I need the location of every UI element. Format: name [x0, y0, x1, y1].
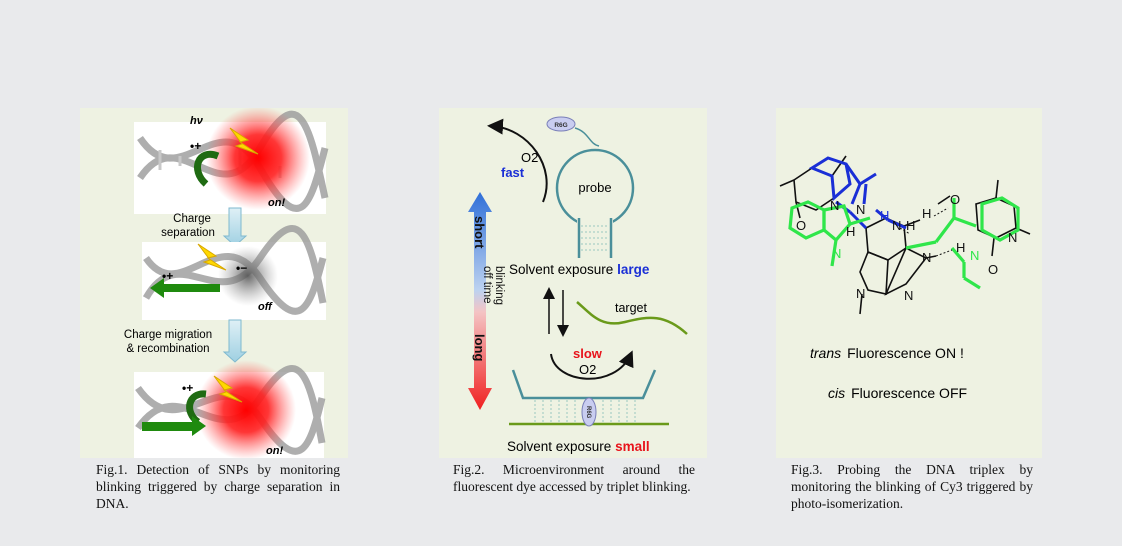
charge-migration-label-2: & recombination [126, 343, 209, 355]
charge-migration-label-1: Charge migration [124, 329, 212, 341]
probe-label: probe [578, 180, 611, 195]
r6g-dye-tag-top [546, 116, 576, 132]
svg-text:N: N [832, 246, 841, 261]
off-label: off [258, 301, 273, 313]
svg-text:N: N [830, 198, 839, 213]
svg-text:H: H [922, 206, 931, 221]
radical-plus-middle: •+ [162, 269, 173, 283]
slow-label: slow [573, 346, 603, 361]
long-label: long [472, 334, 487, 361]
hv-label: hν [190, 115, 204, 127]
svg-text:N: N [922, 250, 931, 265]
figure-2-diagram: short long blinking off time O2 fast R6G… [461, 116, 688, 454]
svg-text:H: H [880, 208, 889, 223]
figure-2-caption: Fig.2. Microenvironment around the fluor… [453, 462, 695, 494]
svg-text:O: O [796, 218, 806, 233]
svg-text:H: H [846, 224, 855, 239]
svg-text:N: N [970, 248, 979, 263]
svg-text:H: H [906, 218, 915, 233]
radical-plus-bottom: •+ [182, 381, 193, 395]
slow-o2-arc-arrow [550, 350, 634, 380]
svg-text:N: N [904, 288, 913, 303]
svg-text:R6G: R6G [585, 406, 591, 419]
green-dye-arc [194, 150, 220, 187]
figure-1-diagram: hν •+ on! Charge separation •+ •− off Ch… [124, 108, 329, 458]
o2-top-label: O2 [521, 150, 538, 165]
radical-plus-top: •+ [190, 139, 201, 153]
figure-1-caption: Fig.1. Detection of SNPs by monitoring b… [96, 462, 340, 511]
svg-text:N: N [892, 218, 901, 233]
solvent-exposure-small: Solvent exposure small [507, 439, 650, 454]
lightning-bolt-icon [229, 127, 259, 155]
down-arrow-1 [222, 207, 248, 247]
off-time-label: off time [481, 266, 493, 304]
blinking-label: blinking [493, 266, 505, 305]
svg-text:H: H [956, 240, 965, 255]
svg-text:O: O [950, 192, 960, 207]
svg-text:N: N [856, 202, 865, 217]
svg-text:O: O [988, 262, 998, 277]
figure-3-caption: Fig.3. Probing the DNA triplex by monito… [791, 462, 1033, 511]
short-label: short [472, 216, 487, 249]
green-charge-arrow-middle [164, 284, 220, 292]
charge-separation-label-1: Charge [173, 213, 211, 225]
charge-separation-label-2: separation [161, 227, 215, 239]
target-label: target [615, 301, 647, 315]
solvent-exposure-large: Solvent exposure large [509, 262, 650, 277]
probe-target-duplex [511, 369, 657, 400]
figure-3-panel [776, 108, 1042, 458]
svg-text:N: N [1008, 230, 1017, 245]
green-charge-arrow-bottom [142, 422, 192, 431]
svg-text:N: N [856, 286, 865, 301]
svg-text:R6G: R6G [554, 122, 567, 129]
red-fluorescence-glow [206, 108, 310, 210]
lightning-bolt-icon [213, 375, 243, 403]
radical-minus-middle: •− [236, 261, 247, 275]
fast-label: fast [501, 165, 525, 180]
lightning-bolt-icon [197, 243, 227, 271]
o2-bottom-label: O2 [579, 362, 596, 377]
on-label-bottom: on! [266, 445, 283, 457]
dark-quenched-glow [218, 246, 278, 306]
target-strand [576, 301, 688, 335]
blinking-off-time-gradient-arrow [461, 178, 487, 192]
green-trans-strand [788, 196, 1020, 290]
on-label-top: on! [268, 197, 285, 209]
fast-o2-arc-arrow [487, 118, 548, 203]
r6g-dye-tag-bottom [581, 397, 597, 427]
down-arrow-2 [222, 319, 248, 363]
